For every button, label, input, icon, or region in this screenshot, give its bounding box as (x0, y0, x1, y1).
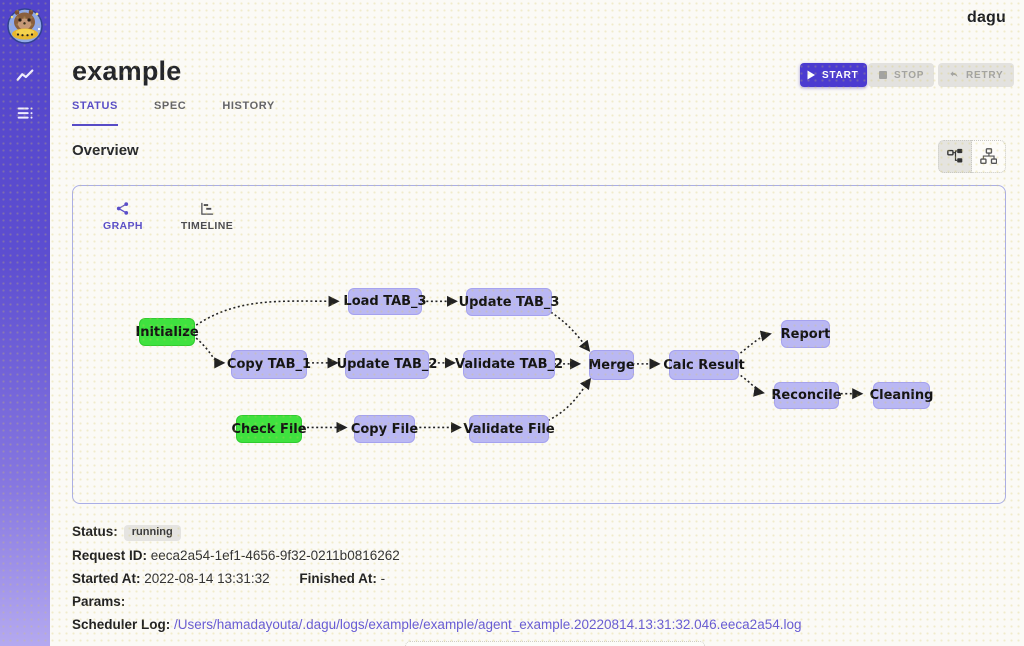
retry-button-label: RETRY (966, 69, 1004, 81)
status-graph-panel: GRAPH TIMELINE (72, 185, 1006, 504)
play-icon (807, 70, 815, 80)
page-tabs: STATUS SPEC HISTORY (72, 100, 275, 126)
started-at-value: 2022-08-14 13:31:32 (144, 571, 270, 586)
start-button-label: START (822, 69, 859, 81)
brand-title: dagu (966, 9, 1006, 26)
tab-status[interactable]: STATUS (72, 100, 118, 126)
overview-heading: Overview (72, 142, 139, 159)
timeline-icon (200, 202, 213, 215)
sidebar (0, 0, 50, 646)
params-label: Params: (72, 594, 126, 609)
dag-node-validate-file[interactable]: Validate File (463, 415, 555, 443)
request-id-label: Request ID: (72, 548, 148, 563)
dag-node-cleaning[interactable]: Cleaning (870, 382, 933, 409)
dag-node-calc-result[interactable]: Calc Result (663, 350, 745, 380)
page-title: example (72, 56, 182, 86)
dag-node-update-tab3[interactable]: Update TAB_3 (459, 288, 559, 316)
tab-timeline[interactable]: TIMELINE (175, 199, 239, 234)
tab-spec[interactable]: SPEC (153, 100, 187, 112)
finished-at-label: Finished At: (299, 571, 377, 586)
retry-button[interactable]: RETRY (938, 63, 1014, 87)
graph-view-tabs: GRAPH TIMELINE (97, 199, 239, 234)
dag-graph: Initialize Load TAB_3 Copy TAB_1 Update … (73, 186, 1005, 503)
dag-node-merge[interactable]: Merge (588, 350, 635, 380)
scheduler-log-label: Scheduler Log: (72, 617, 171, 632)
tab-graph-label: GRAPH (103, 220, 143, 232)
graph-orientation-toggle (938, 140, 1006, 173)
tab-history[interactable]: HISTORY (222, 100, 275, 112)
retry-icon (950, 70, 958, 77)
layout-horizontal-button[interactable] (938, 140, 972, 173)
dag-node-reconcile[interactable]: Reconcile (771, 382, 842, 409)
dag-node-check-file[interactable]: Check File (231, 415, 307, 443)
layout-vertical-button[interactable] (972, 140, 1006, 173)
status-badge: running (123, 524, 181, 541)
dag-node-report[interactable]: Report (781, 320, 830, 348)
finished-at-value: - (380, 571, 386, 586)
dag-edges (195, 295, 864, 434)
dag-node-copy-tab1[interactable]: Copy TAB_1 (227, 350, 311, 379)
stop-button-label: STOP (894, 69, 925, 81)
dag-node-update-tab2[interactable]: Update TAB_2 (337, 350, 437, 379)
dag-node-validate-tab2[interactable]: Validate TAB_2 (455, 350, 563, 379)
share-graph-icon (117, 202, 129, 215)
status-label: Status: (72, 524, 118, 539)
dag-node-copy-file[interactable]: Copy File (351, 415, 418, 443)
request-id-value: eeca2a54-1ef1-4656-9f32-0211b0816262 (150, 548, 400, 563)
started-at-label: Started At: (72, 571, 141, 586)
next-panel-edge (405, 641, 705, 646)
scheduler-log-row: Scheduler Log: /Users/hamadayouta/.dagu/… (72, 617, 802, 632)
stop-icon (879, 71, 887, 79)
scheduler-log-link[interactable]: /Users/hamadayouta/.dagu/logs/example/ex… (174, 617, 802, 632)
horizontal-tree-icon (946, 148, 962, 163)
dagu-logo[interactable] (6, 7, 44, 47)
request-id-row: Request ID: eeca2a54-1ef1-4656-9f32-0211… (72, 548, 400, 563)
vertical-tree-icon (980, 148, 997, 164)
start-button[interactable]: START (800, 63, 867, 87)
params-row: Params: (72, 594, 125, 609)
timestamps-row: Started At: 2022-08-14 13:31:32 Finished… (72, 571, 385, 586)
dashboard-chart-icon[interactable] (14, 66, 36, 88)
dag-node-initialize[interactable]: Initialize (135, 318, 199, 346)
tab-timeline-label: TIMELINE (180, 220, 234, 232)
dag-node-load-tab3[interactable]: Load TAB_3 (343, 288, 427, 315)
stop-button[interactable]: STOP (868, 63, 935, 87)
tab-graph[interactable]: GRAPH (97, 199, 149, 234)
dag-list-icon[interactable] (14, 102, 36, 124)
status-row: Status: running (72, 524, 181, 541)
